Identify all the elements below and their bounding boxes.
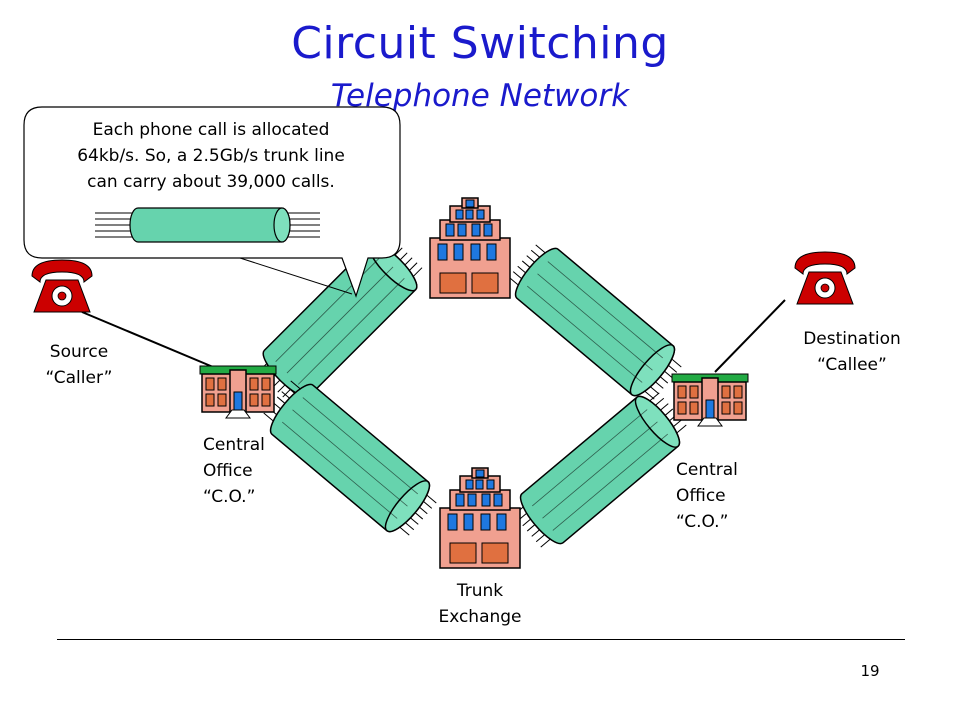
callout-text: Each phone call is allocated 64kb/s. So,… [36, 117, 386, 195]
central-office-building-icon [199, 365, 277, 419]
trunk-exchange-building-icon [429, 197, 511, 299]
telephone-icon [794, 251, 856, 305]
callout-bubble [23, 106, 401, 298]
source-label: Source “Caller” [45, 342, 113, 388]
slide-title: Circuit Switching [291, 18, 669, 69]
callout-line: 64kb/s. So, a 2.5Gb/s trunk line [77, 146, 345, 166]
trunk-cable-icon [500, 235, 690, 409]
trunk-exchange-building-icon [439, 467, 521, 569]
destination-label: Destination “Callee” [803, 329, 901, 375]
trunk-cable-icon [505, 383, 695, 557]
callout-line: Each phone call is allocated [92, 120, 330, 140]
central-office-right-label: Central Office “C.O.” [676, 460, 738, 532]
footer-rule [57, 639, 905, 640]
central-office-left-label: Central Office “C.O.” [203, 435, 265, 507]
trunk-cable-icon [95, 207, 320, 243]
callout-line: can carry about 39,000 calls. [87, 172, 335, 192]
page-number: 19 [860, 662, 880, 680]
trunk-exchange-label: Trunk Exchange [438, 581, 522, 627]
central-office-building-icon [671, 373, 749, 427]
trunk-cable-icon [255, 371, 445, 545]
telephone-icon [31, 259, 93, 313]
